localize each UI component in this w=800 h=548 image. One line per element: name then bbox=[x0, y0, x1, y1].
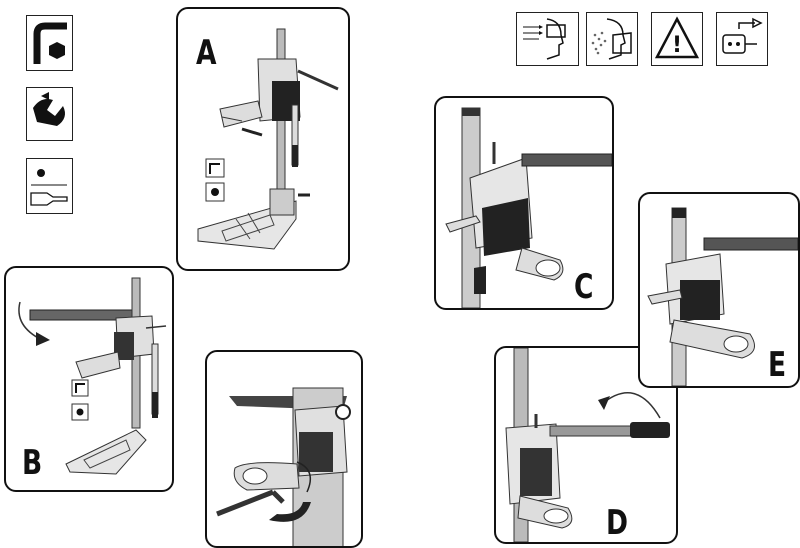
wrench-icon bbox=[26, 87, 73, 141]
panel-b: B bbox=[4, 266, 174, 492]
eye-protection-icon bbox=[516, 12, 579, 66]
dust-mask-icon bbox=[586, 12, 638, 66]
panel-label: A bbox=[196, 33, 217, 73]
warning-triangle-icon: ! bbox=[651, 12, 703, 66]
panel-hex-key-detail bbox=[205, 350, 363, 548]
panel-a: A bbox=[176, 7, 350, 271]
warning-symbol: ! bbox=[672, 33, 682, 58]
panel-label: B bbox=[22, 443, 43, 483]
panel-label: C bbox=[574, 267, 594, 307]
screwdriver-icon bbox=[26, 158, 73, 214]
panel-label: E bbox=[768, 345, 787, 385]
panel-e: E bbox=[638, 192, 800, 388]
panel-c: C bbox=[434, 96, 614, 310]
panel-label: D bbox=[606, 503, 629, 543]
hex-key-icon bbox=[26, 15, 73, 71]
unplug-icon bbox=[716, 12, 768, 66]
